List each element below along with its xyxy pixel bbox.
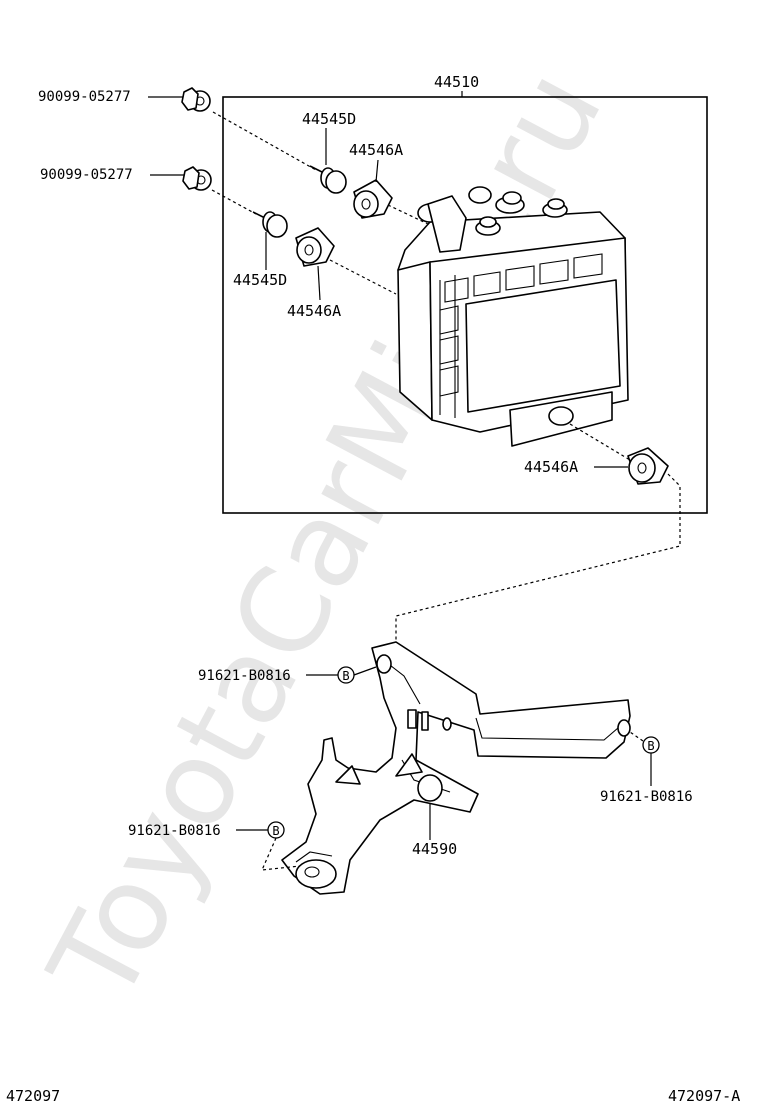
bolt-upper-icon: [309, 165, 347, 194]
leader-grommet-lower: [317, 265, 321, 301]
bracket-foot: [295, 859, 337, 889]
footer-code-right: 472097-A: [668, 1087, 740, 1105]
svg-text:B: B: [342, 669, 349, 683]
footer-code-left: 472097: [6, 1087, 60, 1105]
screw-mid-icon: [182, 166, 212, 191]
label-screw-mid: 90099-05277: [40, 167, 133, 183]
grommet-lower-icon: [295, 227, 335, 267]
grommet-upper-icon: [353, 179, 393, 219]
b-marker-left: B: [337, 666, 355, 684]
label-grommet-lower: 44546A: [287, 302, 341, 320]
label-screw-top: 90099-05277: [38, 89, 131, 105]
bracket-hole-mid: [442, 717, 452, 731]
svg-text:B: B: [647, 739, 654, 753]
label-bolt-right: 91621-B0816: [600, 789, 693, 805]
grommet-bottom-icon: [627, 447, 669, 485]
label-bracket: 44590: [412, 840, 457, 858]
label-bolt-bottom: 91621-B0816: [128, 823, 221, 839]
label-bolt-lower: 44545D: [233, 271, 287, 289]
bracket-hole-left: [376, 654, 392, 674]
bracket: [281, 641, 631, 895]
cone-pin-left: [335, 765, 361, 785]
b-marker-right: B: [642, 736, 660, 754]
label-bolt-upper: 44545D: [302, 110, 356, 128]
bolt-lower-icon: [252, 211, 288, 238]
label-grommet-bottom: 44546A: [524, 458, 578, 476]
screw-top-icon: [181, 87, 211, 112]
abs-actuator: [397, 186, 629, 447]
assembly-frame: [222, 96, 708, 514]
bracket-hole-right: [617, 719, 631, 737]
leader-grommet-upper: [375, 159, 379, 183]
label-bolt-left: 91621-B0816: [198, 668, 291, 684]
b-marker-bottom: B: [267, 821, 285, 839]
actuator-mount-boss: [548, 406, 574, 426]
actuator-cover: [465, 279, 621, 413]
assembly-label: 44510: [434, 73, 479, 91]
cone-pin-right: [395, 753, 423, 777]
svg-text:B: B: [272, 824, 279, 838]
label-grommet-upper: 44546A: [349, 141, 403, 159]
bracket-grommet: [417, 774, 443, 802]
